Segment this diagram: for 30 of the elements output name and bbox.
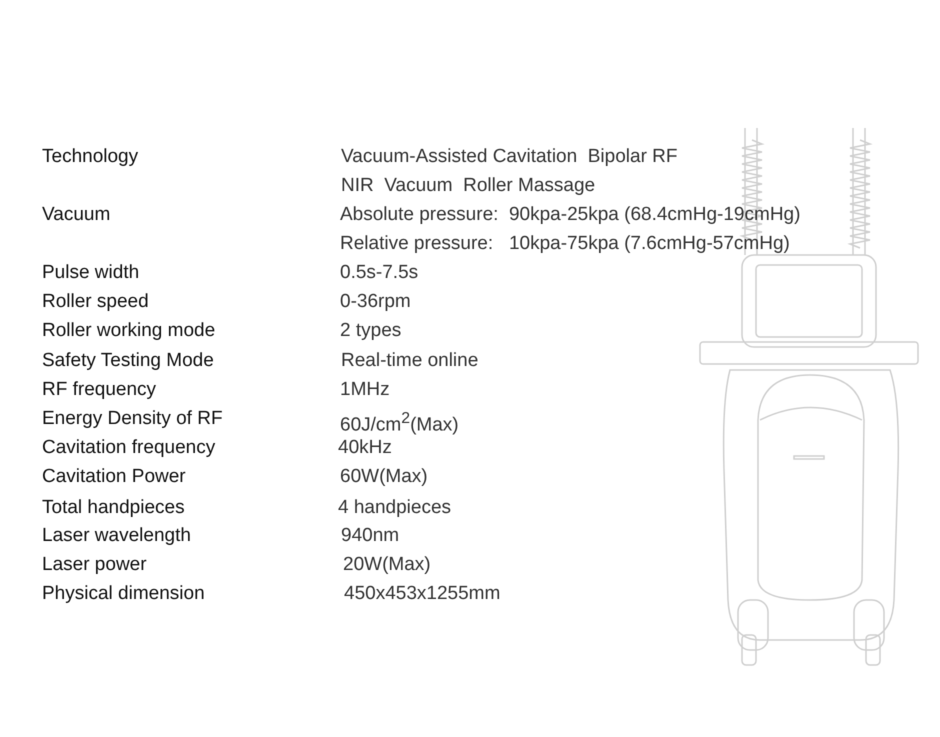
spec-name: Safety Testing Mode [42,349,214,373]
spec-value: Relative pressure: 10kpa-75kpa (7.6cmHg-57cmHg) [340,232,790,256]
spec-name: Laser wavelength [42,524,191,548]
spec-value: 0-36rpm [340,290,411,314]
spec-value: Vacuum-Assisted Cavitation Bipolar RF [341,145,678,169]
spec-name: Cavitation Power [42,465,186,489]
spec-value: Real-time online [341,349,478,373]
spec-value: 20W(Max) [343,553,431,577]
spec-name: RF frequency [42,378,156,402]
spec-name: Technology [42,145,138,169]
spec-name: Cavitation frequency [42,436,216,460]
spec-value: 940nm [341,524,400,548]
spec-value: 0.5s-7.5s [340,261,418,285]
spec-value: 60J/cm$^{2}$(Max) [340,409,459,438]
spec-name: Pulse width [42,261,140,285]
spec-value: Absolute pressure: 90kpa-25kpa (68.4cmHg-19cmHg) [340,203,800,227]
spec-name: Laser power [42,553,147,577]
spec-name: Physical dimension [42,582,205,606]
spec-name: Roller speed [42,290,149,314]
spec-value: 2 types [340,319,402,343]
spec-name: Roller working mode [42,319,216,343]
spec-value: 450x453x1255mm [344,582,500,606]
spec-value: 4 handpieces [338,496,452,520]
spec-name: Vacuum [42,203,110,227]
spec-value: 60W(Max) [340,465,428,489]
spec-value: NIR Vacuum Roller Massage [341,174,596,198]
spec-name: Total handpieces [42,496,185,520]
spec-value: 1MHz [340,378,390,402]
spec-name: Energy Density of RF [42,407,223,431]
spec-value: 40kHz [338,436,392,460]
